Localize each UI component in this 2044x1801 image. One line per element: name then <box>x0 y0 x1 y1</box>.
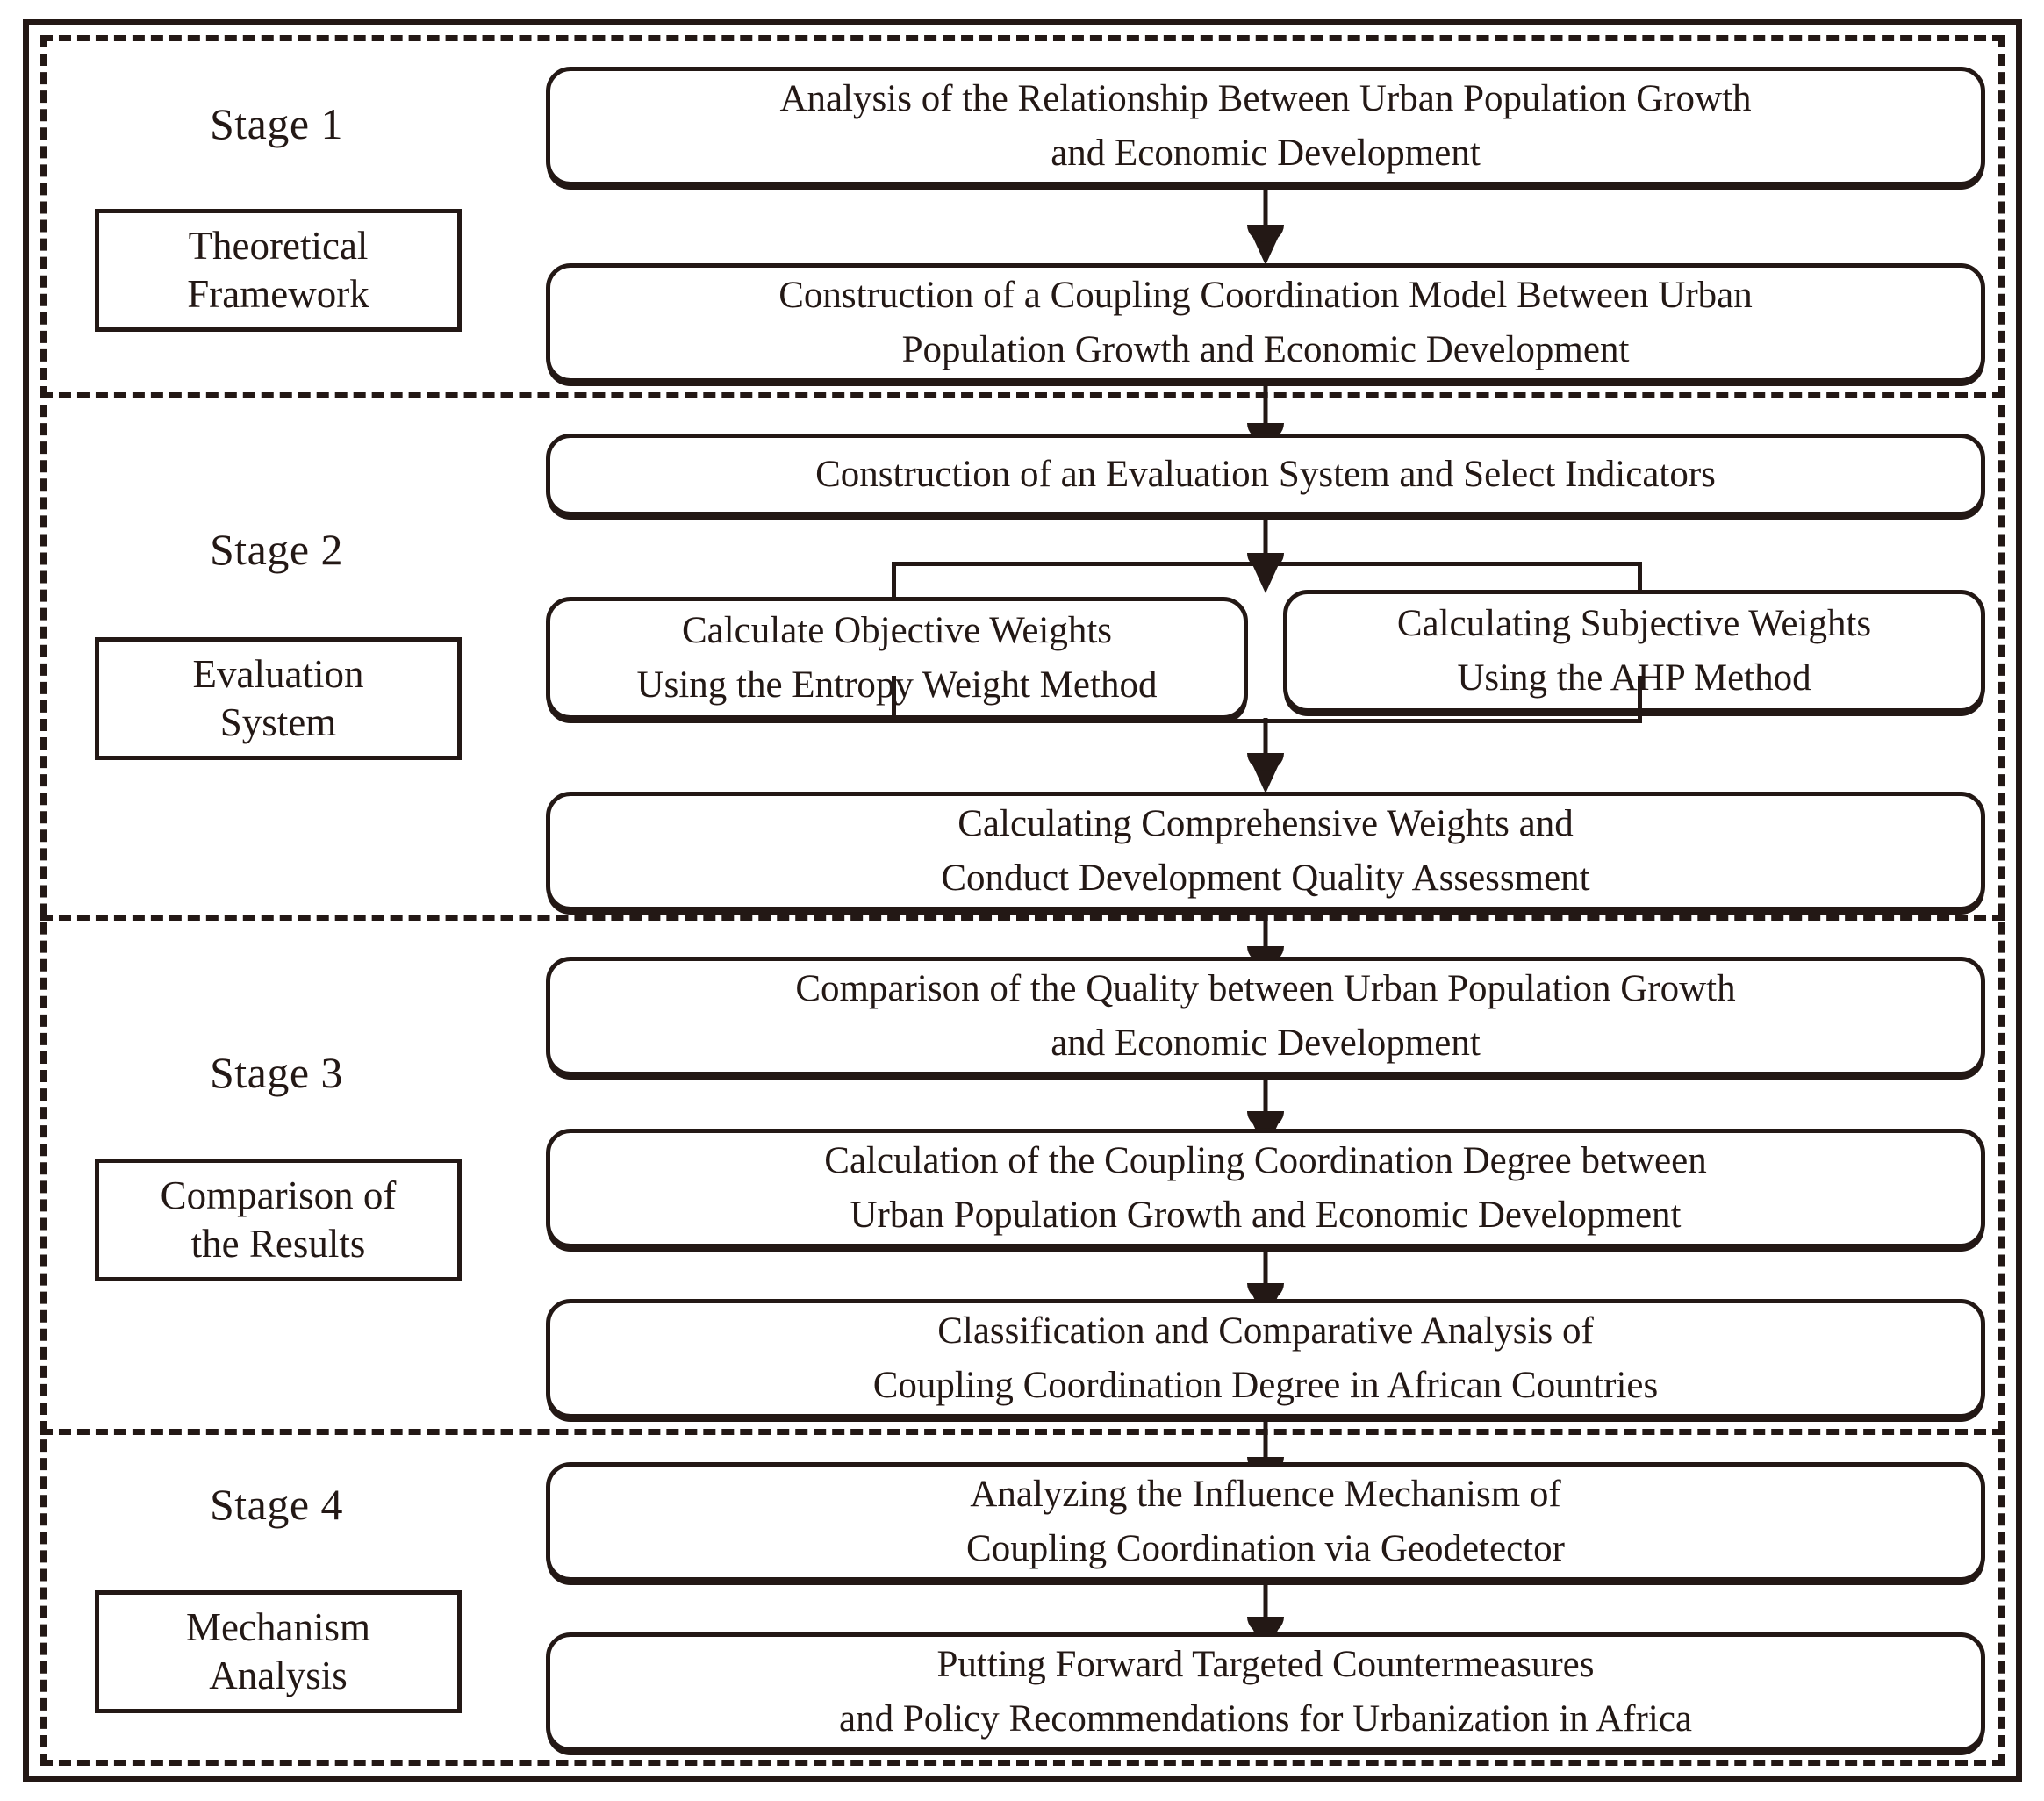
node-n5-line2: Using the AHP Method <box>1457 657 1811 699</box>
node-n1-line1: Analysis of the Relationship Between Urb… <box>779 77 1752 119</box>
node-n8-line2: Urban Population Growth and Economic Dev… <box>850 1195 1682 1236</box>
stage-divider-1-2 <box>40 392 2005 398</box>
node-subjective-weights[interactable]: Calculating Subjective Weights Using the… <box>1283 590 1985 713</box>
node-n3-line1: Construction of an Evaluation System and… <box>815 453 1716 495</box>
stage-3-label-box: Comparison of the Results <box>95 1159 462 1281</box>
node-objective-weights[interactable]: Calculate Objective Weights Using the En… <box>546 597 1248 720</box>
node-n2-line1: Construction of a Coupling Coordination … <box>778 274 1753 316</box>
split-bracket-weights <box>892 562 1642 604</box>
node-n2-line2: Population Growth and Economic Developme… <box>901 329 1630 370</box>
node-classification-analysis[interactable]: Classification and Comparative Analysis … <box>546 1299 1985 1418</box>
node-n11-line1: Putting Forward Targeted Countermeasures <box>936 1643 1595 1685</box>
stage-2-label-box: Evaluation System <box>95 637 462 760</box>
node-n10-line2: Coupling Coordination via Geodetector <box>966 1528 1565 1569</box>
stage-3-title: Stage 3 <box>209 1048 344 1097</box>
stage-3-label-line2: the Results <box>190 1222 366 1266</box>
stage-3-label-line1: Comparison of <box>160 1173 397 1218</box>
node-n7-line2: and Economic Development <box>1051 1022 1481 1064</box>
node-n5-line1: Calculating Subjective Weights <box>1396 602 1872 644</box>
node-n4-line2: Using the Entropy Weight Method <box>636 664 1158 706</box>
node-n1-line2: and Economic Development <box>1051 133 1481 174</box>
stage-1-title: Stage 1 <box>209 99 344 148</box>
node-geodetector-analysis[interactable]: Analyzing the Influence Mechanism of Cou… <box>546 1462 1985 1582</box>
stage-container-border <box>40 35 2005 1766</box>
stage-1-label-box: Theoretical Framework <box>95 209 462 332</box>
stage-1-label-line1: Theoretical <box>188 224 369 269</box>
stage-4-title: Stage 4 <box>209 1480 344 1529</box>
node-n6-line2: Conduct Development Quality Assessment <box>941 857 1590 899</box>
node-n10-line1: Analyzing the Influence Mechanism of <box>970 1473 1561 1515</box>
stage-4-label-line1: Mechanism <box>186 1605 370 1650</box>
node-n8-line1: Calculation of the Coupling Coordination… <box>824 1139 1707 1181</box>
node-analysis-relationship[interactable]: Analysis of the Relationship Between Urb… <box>546 67 1985 186</box>
stage-2-label-line1: Evaluation <box>192 652 364 697</box>
stage-1-label-line2: Framework <box>187 272 369 316</box>
outer-border <box>23 19 2022 1782</box>
node-n11-line2: and Policy Recommendations for Urbanizat… <box>838 1698 1692 1740</box>
node-n9-line1: Classification and Comparative Analysis … <box>937 1309 1594 1352</box>
node-evaluation-system[interactable]: Construction of an Evaluation System and… <box>546 434 1985 516</box>
stage-divider-3-4 <box>40 1429 2005 1435</box>
node-n4-line1: Calculate Objective Weights <box>681 609 1113 651</box>
stage-4-label-line2: Analysis <box>209 1654 348 1697</box>
node-policy-recommendations[interactable]: Putting Forward Targeted Countermeasures… <box>546 1632 1985 1752</box>
merge-bracket-weights <box>892 676 1642 723</box>
node-coupling-degree-calculation[interactable]: Calculation of the Coupling Coordination… <box>546 1129 1985 1248</box>
node-coupling-model[interactable]: Construction of a Coupling Coordination … <box>546 263 1985 383</box>
node-quality-comparison[interactable]: Comparison of the Quality between Urban … <box>546 957 1985 1076</box>
stage-2-label-line2: System <box>219 700 337 744</box>
node-comprehensive-weights[interactable]: Calculating Comprehensive Weights and Co… <box>546 792 1985 911</box>
stage-divider-2-3 <box>40 915 2005 921</box>
node-n6-line1: Calculating Comprehensive Weights and <box>957 802 1574 844</box>
stage-2-title: Stage 2 <box>209 525 344 574</box>
node-n9-line2: Coupling Coordination Degree in African … <box>872 1365 1659 1406</box>
stage-4-label-box: Mechanism Analysis <box>95 1590 462 1713</box>
node-n7-line1: Comparison of the Quality between Urban … <box>795 967 1736 1009</box>
